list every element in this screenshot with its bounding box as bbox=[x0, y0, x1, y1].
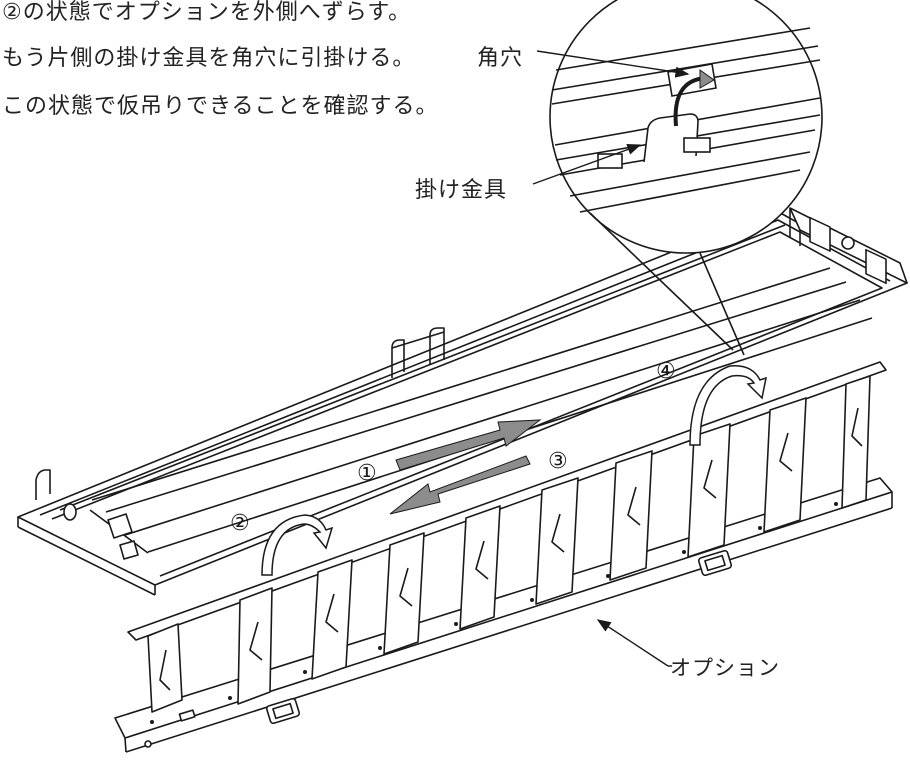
instruction-line-3: この状態で仮吊りできることを確認する。 bbox=[2, 94, 439, 119]
label-square-hole: 角穴 bbox=[477, 46, 524, 71]
step-2-label: ② bbox=[230, 511, 250, 536]
step-1-label: ① bbox=[357, 461, 377, 486]
leader-square-hole bbox=[536, 50, 690, 78]
step-4-curved-arrow bbox=[689, 365, 767, 446]
step-3-label: ③ bbox=[548, 449, 568, 474]
label-option: オプション bbox=[670, 656, 780, 680]
slide-arrows bbox=[389, 419, 542, 515]
step-2-curved-arrow bbox=[261, 514, 334, 576]
leader-option bbox=[596, 619, 669, 667]
instruction-line-1: ②の状態でオプションを外側へずらす。 bbox=[2, 0, 412, 25]
slide-right-arrow bbox=[395, 419, 542, 471]
slide-left-arrow bbox=[389, 455, 531, 515]
label-hook-bracket: 掛け金具 bbox=[415, 178, 508, 203]
step-4-label: ④ bbox=[656, 359, 676, 384]
leader-hook-bracket bbox=[532, 144, 642, 185]
instruction-line-2: もう片側の掛け金具を角穴に引掛ける。 bbox=[2, 46, 416, 71]
